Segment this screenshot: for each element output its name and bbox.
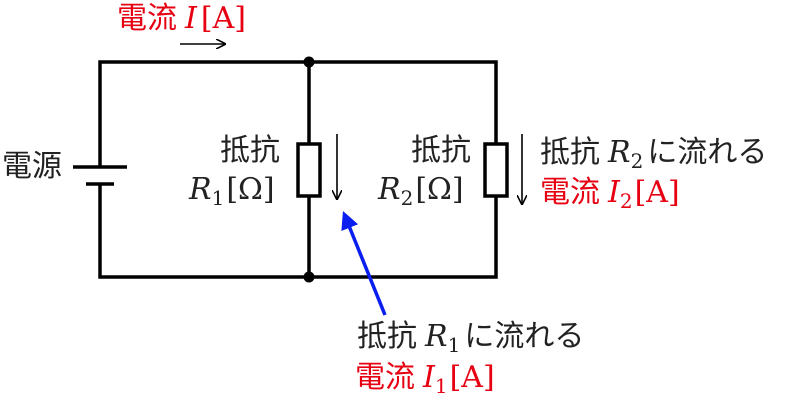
resistor2-word-label: 抵抗 bbox=[411, 133, 471, 168]
resistor-r1 bbox=[296, 142, 322, 198]
junction-bottom bbox=[303, 271, 315, 283]
source-label: 電源 bbox=[2, 149, 62, 184]
battery-symbol bbox=[73, 165, 127, 186]
junction-top bbox=[303, 56, 315, 68]
resistor-r2 bbox=[483, 142, 509, 198]
pointer-arrow bbox=[341, 210, 387, 316]
resistor1-symbol-label: R1[Ω] bbox=[188, 172, 275, 210]
resistor2-symbol-label: R2[Ω] bbox=[377, 172, 464, 210]
resistor1-word-label: 抵抗 bbox=[220, 133, 280, 168]
